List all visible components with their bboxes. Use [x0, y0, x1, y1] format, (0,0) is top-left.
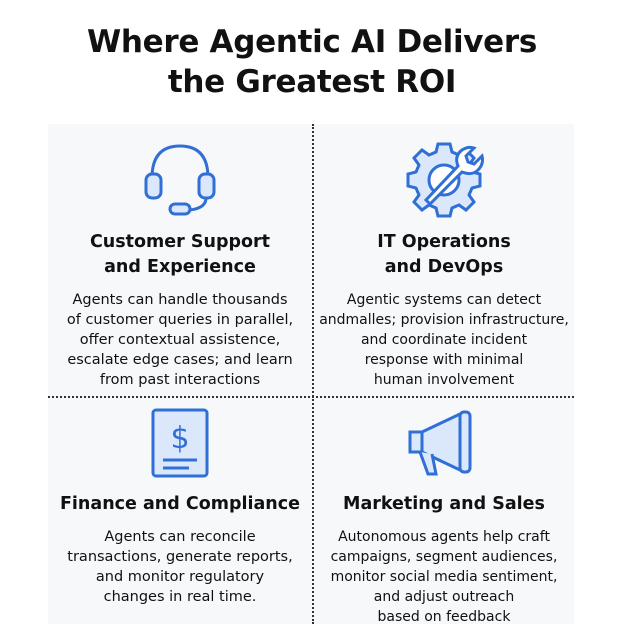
- gear-wrench-icon: [406, 142, 484, 218]
- invoice-dollar-icon: $: [151, 408, 209, 478]
- title-line-2: the Greatest ROI: [167, 64, 457, 100]
- svg-text:$: $: [170, 421, 189, 456]
- title-line-1: Where Agentic AI Delivers: [86, 24, 538, 60]
- card-finance-compliance: $ Finance and Compliance Agents can reco…: [56, 406, 304, 607]
- card-heading: IT Operations and DevOps: [377, 232, 511, 277]
- horizontal-divider: [48, 396, 574, 398]
- headset-icon: [144, 144, 216, 216]
- card-customer-support: Customer Support and Experience Agents c…: [56, 138, 304, 390]
- card-heading: Finance and Compliance: [59, 494, 301, 514]
- megaphone-icon: [408, 410, 472, 476]
- card-it-operations: IT Operations and DevOps Agentic systems…: [318, 138, 570, 390]
- card-heading: Marketing and Sales: [343, 494, 545, 514]
- card-description: Agents can reconcile transactions, gener…: [67, 529, 293, 605]
- card-description: Autonomous agents help craft campaigns, …: [330, 529, 558, 625]
- card-description: Agentic systems can detect andmalles; pr…: [319, 292, 569, 388]
- page-title: Where Agentic AI Delivers the Greatest R…: [0, 22, 624, 102]
- card-heading: Customer Support and Experience: [89, 232, 271, 277]
- content-panel: [48, 124, 574, 624]
- vertical-divider: [312, 124, 314, 624]
- card-marketing-sales: Marketing and Sales Autonomous agents he…: [318, 406, 570, 627]
- card-description: Agents can handle thousands of customer …: [66, 292, 294, 388]
